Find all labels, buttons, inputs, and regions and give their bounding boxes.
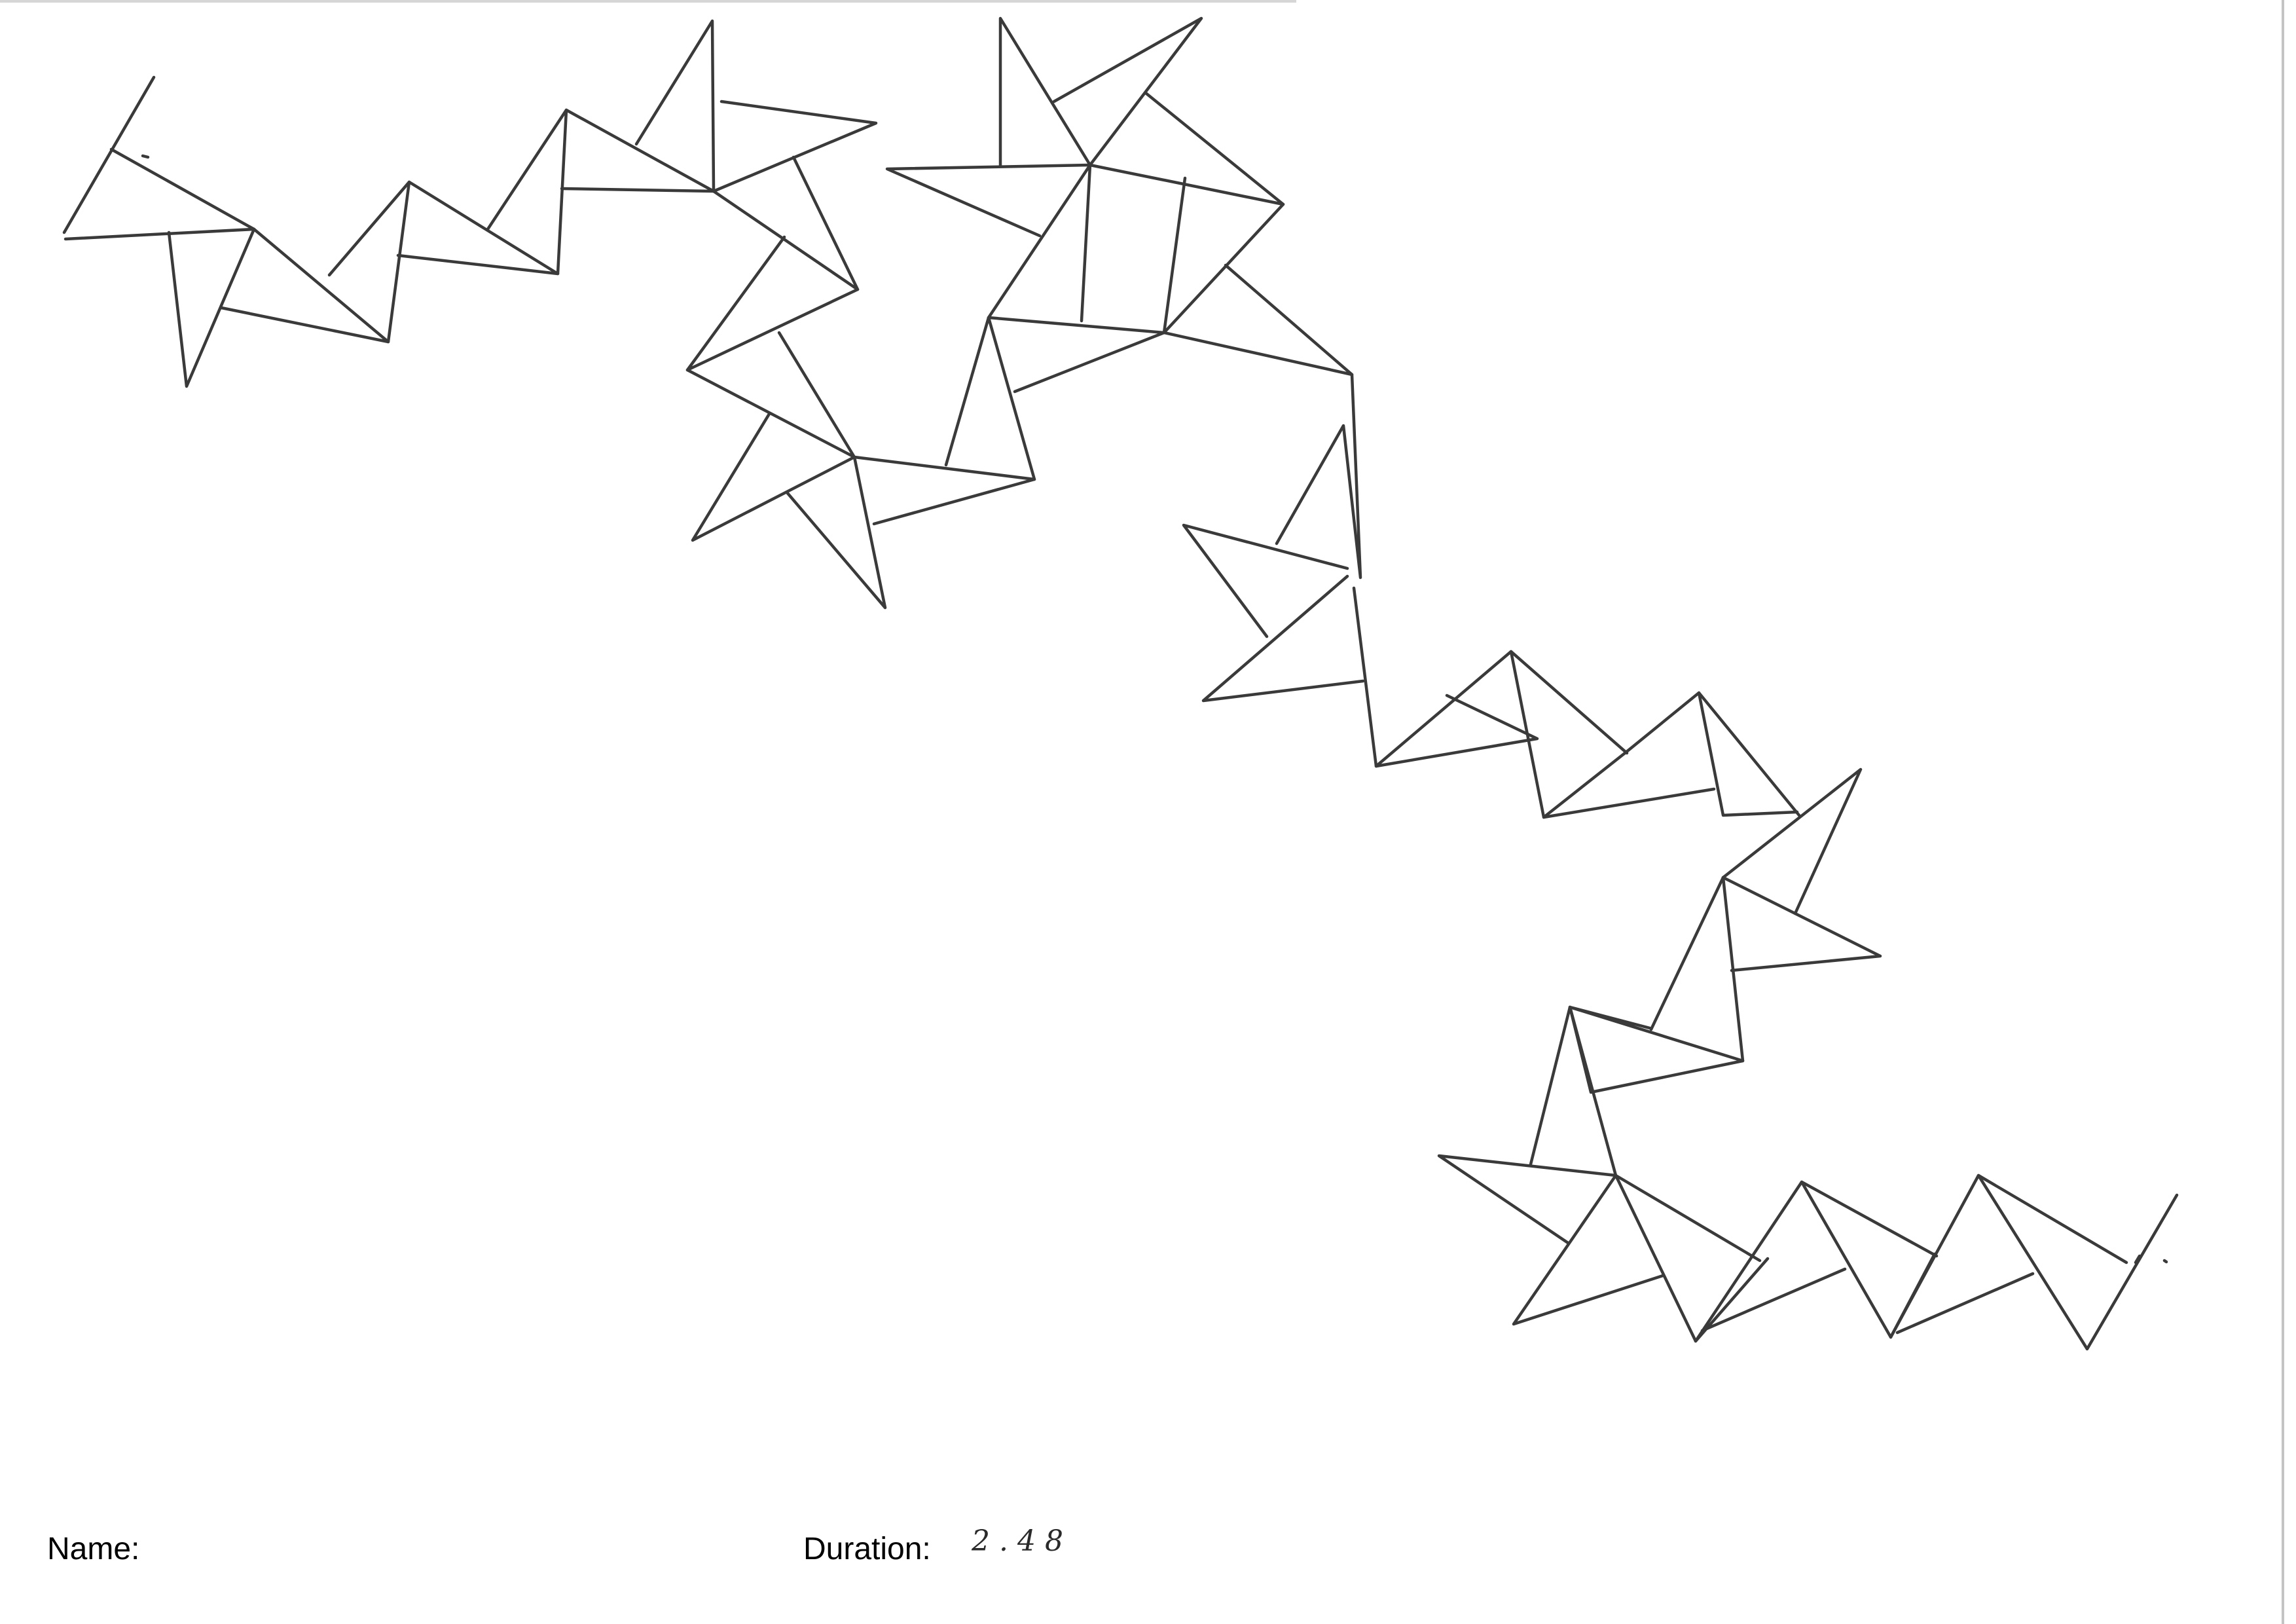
triangle-stroke <box>64 147 256 241</box>
triangle-stroke <box>785 455 887 610</box>
triangle-stroke <box>1623 691 1799 817</box>
triangle-stroke <box>1512 1173 1665 1326</box>
triangle-stroke <box>1614 1173 1762 1263</box>
triangle-stroke <box>1977 1173 2128 1264</box>
triangle-stroke <box>987 163 1092 323</box>
triangle-stroke <box>1162 263 1354 377</box>
triangle-stroke <box>1568 876 1745 1063</box>
triangle-stroke <box>2134 1254 2141 1264</box>
triangle-stroke <box>1895 1272 2035 1335</box>
triangle-stroke <box>685 235 860 372</box>
triangle-stroke <box>987 316 1166 394</box>
triangle-stroke <box>1800 1180 1939 1258</box>
triangle-chain-drawing <box>62 16 2179 1351</box>
triangle-stroke <box>1614 1173 1770 1343</box>
triangle-stroke <box>998 16 1092 167</box>
triangle-stroke <box>327 180 411 344</box>
triangle-stroke <box>691 412 856 542</box>
triangle-stroke <box>486 108 568 276</box>
triangle-stroke <box>1700 1267 1847 1333</box>
name-label: Name: <box>47 1532 140 1566</box>
triangle-stroke <box>852 455 1036 526</box>
duration-label: Duration: <box>803 1532 931 1566</box>
triangle-stroke <box>1182 523 1349 638</box>
triangle-stroke <box>62 75 156 234</box>
triangle-stroke <box>560 108 716 193</box>
scan-top-edge <box>0 0 1296 3</box>
triangle-stroke <box>1437 1005 1618 1245</box>
triangle-stroke <box>712 155 860 291</box>
triangle-stroke <box>1649 876 1725 1031</box>
triangle-stroke <box>634 19 716 193</box>
triangle-stroke <box>1275 373 1362 580</box>
triangle-stroke <box>1374 650 1627 819</box>
triangle-stroke <box>1088 91 1285 206</box>
triangle-stroke <box>1542 787 1716 819</box>
triangle-stroke <box>1529 1005 1745 1166</box>
triangle-stroke <box>685 331 856 459</box>
triangle-stroke <box>1721 767 1863 915</box>
triangle-stroke <box>1721 876 1882 972</box>
duration-value: 2.48 <box>972 1524 1072 1558</box>
pencil-mark <box>141 154 150 159</box>
triangle-stroke <box>1889 1173 2179 1351</box>
scan-right-edge <box>2282 0 2284 1624</box>
pencil-mark <box>2162 1259 2168 1264</box>
triangle-stroke <box>1697 691 1801 817</box>
triangle-stroke <box>1352 586 1539 768</box>
triangle-stroke <box>1201 574 1365 703</box>
triangle-stroke <box>1509 650 1629 755</box>
triangle-stroke <box>712 100 878 193</box>
triangle-stroke <box>885 163 1092 238</box>
triangle-stroke <box>167 227 256 388</box>
triangle-stroke <box>396 180 560 276</box>
triangle-stroke <box>1052 16 1203 167</box>
triangle-stroke <box>944 316 1036 481</box>
